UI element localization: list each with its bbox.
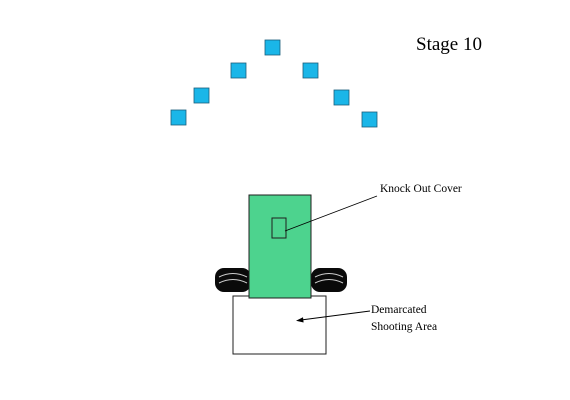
target-5 xyxy=(302,62,319,79)
target-7 xyxy=(361,111,378,128)
target-1 xyxy=(170,109,187,126)
target-6 xyxy=(333,89,350,106)
stage-title: Stage 10 xyxy=(416,34,482,55)
shooting-area-label-line1: Demarcated xyxy=(371,304,427,316)
shooting-area-arrowhead xyxy=(296,317,304,323)
knock-out-cover-window xyxy=(271,217,287,239)
knock-out-cover-leader xyxy=(284,195,378,232)
right-tire xyxy=(311,268,347,292)
cover-panel xyxy=(248,194,312,299)
shooting-area-leader xyxy=(300,310,371,321)
target-4 xyxy=(264,39,281,56)
left-tire xyxy=(215,268,251,292)
knock-out-cover-label: Knock Out Cover xyxy=(380,183,462,195)
shooting-area-label-line2: Shooting Area xyxy=(371,321,437,333)
target-3 xyxy=(230,62,247,79)
shooting-area xyxy=(232,295,327,355)
target-group xyxy=(170,39,378,128)
target-2 xyxy=(193,87,210,104)
